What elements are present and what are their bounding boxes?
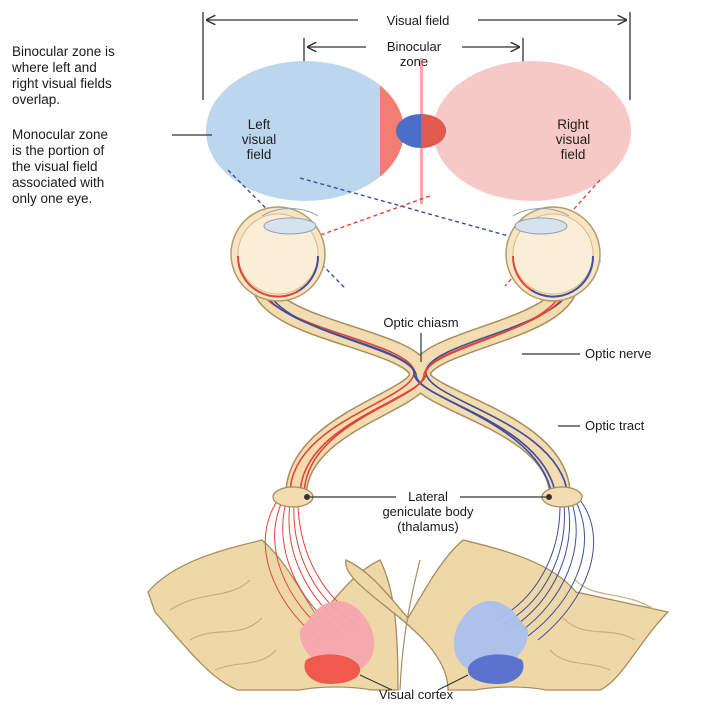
optic-chiasm-label: Optic chiasm (383, 315, 458, 330)
left-field-label-2: visual (242, 132, 277, 147)
visual-field-label: Visual field (387, 13, 450, 28)
monocular-note-line-5: only one eye. (12, 191, 92, 206)
binocular-note-line-1: Binocular zone is (12, 44, 115, 59)
left-field-label-3: field (247, 147, 272, 162)
binocular-zone-label-2: zone (400, 54, 428, 69)
binocular-note: Binocular zone is where left and right v… (11, 44, 115, 107)
monocular-note: Monocular zone is the portion of the vis… (12, 127, 212, 206)
right-field-label-2: visual (556, 132, 591, 147)
visual-cortex-label: Visual cortex (379, 687, 454, 701)
right-visual-field (433, 61, 631, 201)
left-field-label-1: Left (248, 117, 271, 132)
left-visual-field (206, 61, 404, 201)
binocular-zone-label-1: Binocular (387, 39, 442, 54)
optic-tract-callout: Optic tract (558, 418, 645, 433)
optic-nerve-callout: Optic nerve (522, 346, 651, 361)
optic-tract-label: Optic tract (585, 418, 645, 433)
right-field-label-1: Right (557, 117, 589, 132)
right-lens (515, 218, 567, 234)
right-field-label-3: field (561, 147, 586, 162)
visual-fields: Left visual field Right visual field (206, 50, 631, 220)
monocular-note-line-2: is the portion of (12, 143, 105, 158)
binocular-note-line-4: overlap. (12, 92, 60, 107)
left-lens (264, 218, 316, 234)
binocular-note-line-3: right visual fields (12, 76, 112, 91)
monocular-note-line-3: the visual field (12, 159, 98, 174)
optic-nerve-label: Optic nerve (585, 346, 651, 361)
left-eye (231, 207, 325, 301)
lgn-label-2: geniculate body (382, 504, 474, 519)
right-eye (506, 207, 600, 301)
lgn-label-1: Lateral (408, 489, 448, 504)
lgn-label-3: (thalamus) (397, 519, 458, 534)
brain-occipital-lobes (148, 540, 668, 690)
monocular-note-line-4: associated with (12, 175, 104, 190)
lgn-callout: Lateral geniculate body (thalamus) (310, 489, 546, 534)
monocular-note-line-1: Monocular zone (12, 127, 108, 142)
binocular-note-line-2: where left and (11, 60, 97, 75)
binocular-zone-dimension: Binocular zone (304, 38, 523, 69)
